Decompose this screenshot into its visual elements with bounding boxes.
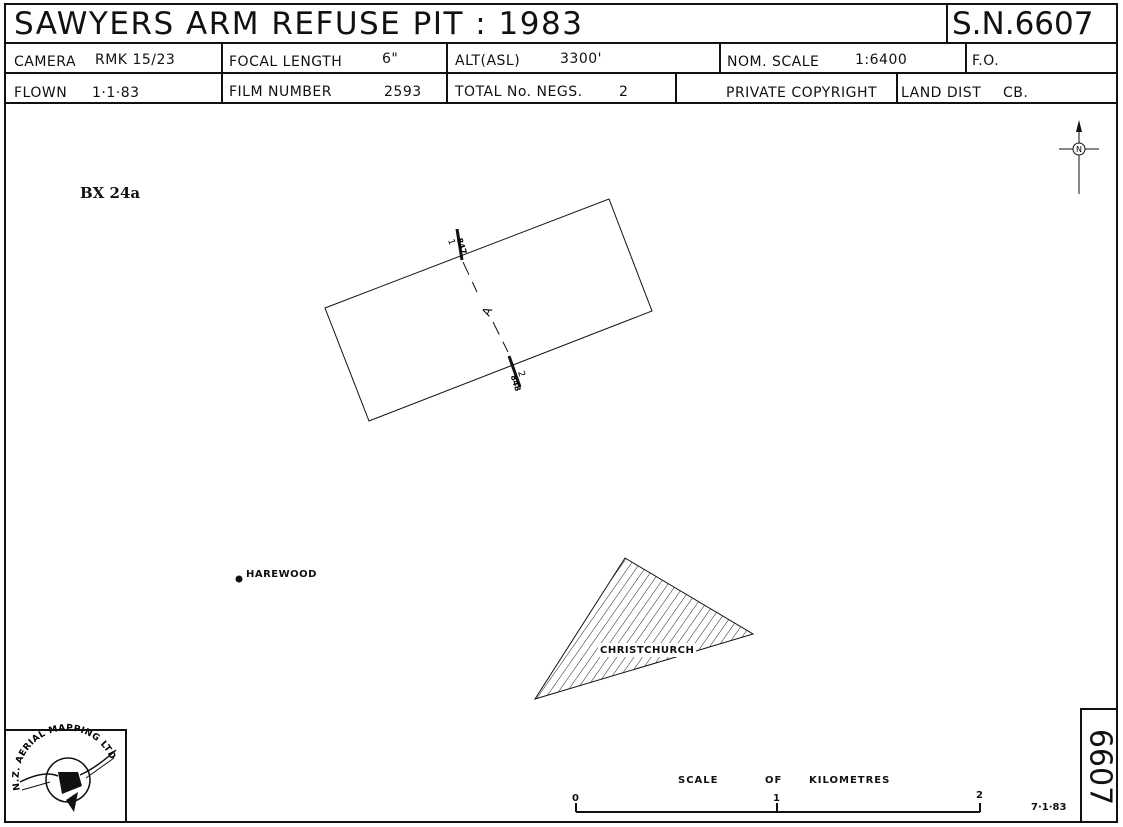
scale-word-scale: SCALE [678,775,719,786]
alt-value: 3300' [560,51,602,67]
north-arrow-icon: N [1059,120,1099,194]
camera-label: CAMERA [14,54,77,70]
map-title: SAWYERS ARM REFUSE PIT : 1983 [14,6,584,42]
copyright-label: PRIVATE COPYRIGHT [726,85,878,101]
alt-label: ALT(ASL) [455,53,521,69]
negs-value: 2 [619,84,629,100]
cell-divider [446,42,448,103]
sheet-number: 6607 [1082,728,1118,805]
scale-tick-0: 0 [572,793,580,804]
svg-text:N.Z. AERIAL MAPPING LTD.: N.Z. AERIAL MAPPING LTD. [0,0,117,791]
place-harewood: HAREWOOD [246,569,317,580]
frame-1-neg: 1 [445,238,456,247]
cell-divider [675,72,677,103]
body-divider [4,102,1118,104]
row-divider [4,72,1118,74]
film-value: 2593 [384,84,422,100]
land-dist-label: LAND DIST [901,85,982,101]
sheet-number-box: 6607 [1080,708,1118,823]
north-letter: N [1076,145,1082,154]
place-christchurch: CHRISTCHURCH [600,645,695,656]
logo-text: N.Z. AERIAL MAPPING LTD. [0,0,117,791]
focal-label: FOCAL LENGTH [229,54,343,70]
flown-value: 1·1·83 [92,85,140,101]
scale-tick-1: 1 [773,793,781,804]
cell-divider [719,42,721,73]
focal-value: 6" [382,51,399,67]
christchurch-area [533,557,755,700]
flight-line: A 1 847 2 848 [445,228,526,393]
logo-box [4,729,127,823]
scale-word-kilometres: KILOMETRES [809,775,891,786]
harewood-marker [235,575,243,583]
negs-label: TOTAL No. NEGS. [455,84,583,100]
nz-aerial-mapping-logo: N.Z. AERIAL MAPPING LTD. [0,0,117,812]
scale-label: NOM. SCALE [727,54,820,70]
cell-divider [896,72,898,103]
flown-label: FLOWN [14,85,68,101]
scale-value: 1:6400 [855,52,908,68]
camera-value: RMK 15/23 [95,52,176,68]
run-label: A [479,304,495,318]
fo-label: F.O. [972,53,1000,69]
sheet-code: S.N.6607 [952,6,1094,42]
photo-coverage [324,198,653,422]
issue-date: 7·1·83 [1031,802,1067,813]
land-dist-value: CB. [1003,85,1029,101]
map-frame [4,3,1118,823]
cell-divider [221,42,223,103]
frame-1-photo: 847 [455,237,469,256]
scale-bar [575,803,981,813]
header-divider [4,42,1118,44]
title-divider [946,3,948,43]
map-reference: BX 24a [80,184,141,202]
film-label: FILM NUMBER [229,84,332,100]
scale-tick-2: 2 [976,790,984,801]
scale-word-of: OF [765,775,783,786]
cell-divider [965,42,967,73]
frame-2-neg: 2 [515,370,526,379]
